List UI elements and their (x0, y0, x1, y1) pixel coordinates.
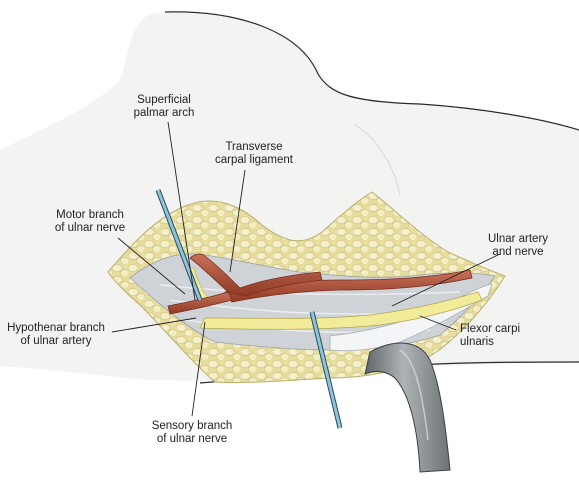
superficial-palmar-arch-artery (189, 253, 323, 297)
retractor (364, 342, 451, 473)
label-ulnar-artery-nerve: Ulnar artery and nerve (487, 233, 549, 258)
label-flexor-carpi-ulnaris: Flexor carpi ulnaris (460, 323, 521, 348)
label-hypothenar-branch: Hypothenar branch of ulnar artery (7, 322, 105, 347)
label-superficial-palmar-arch: Superficial palmar arch (133, 94, 195, 119)
leader-lines (111, 121, 501, 417)
skin-crease (354, 124, 401, 196)
hypothenar-artery (167, 291, 233, 315)
label-motor-branch: Motor branch of ulnar nerve (54, 209, 126, 234)
vessel-loop-left-fill (156, 189, 202, 301)
label-sensory-branch: Sensory branch of ulnar nerve (151, 420, 233, 445)
retractor-highlight (399, 349, 429, 441)
ulnar-nerve (199, 291, 483, 330)
label-transverse-carpal-ligament: Transverse carpal ligament (215, 141, 293, 166)
skin-outline-top (164, 11, 579, 131)
vessel-loop-center-fill (310, 311, 342, 429)
